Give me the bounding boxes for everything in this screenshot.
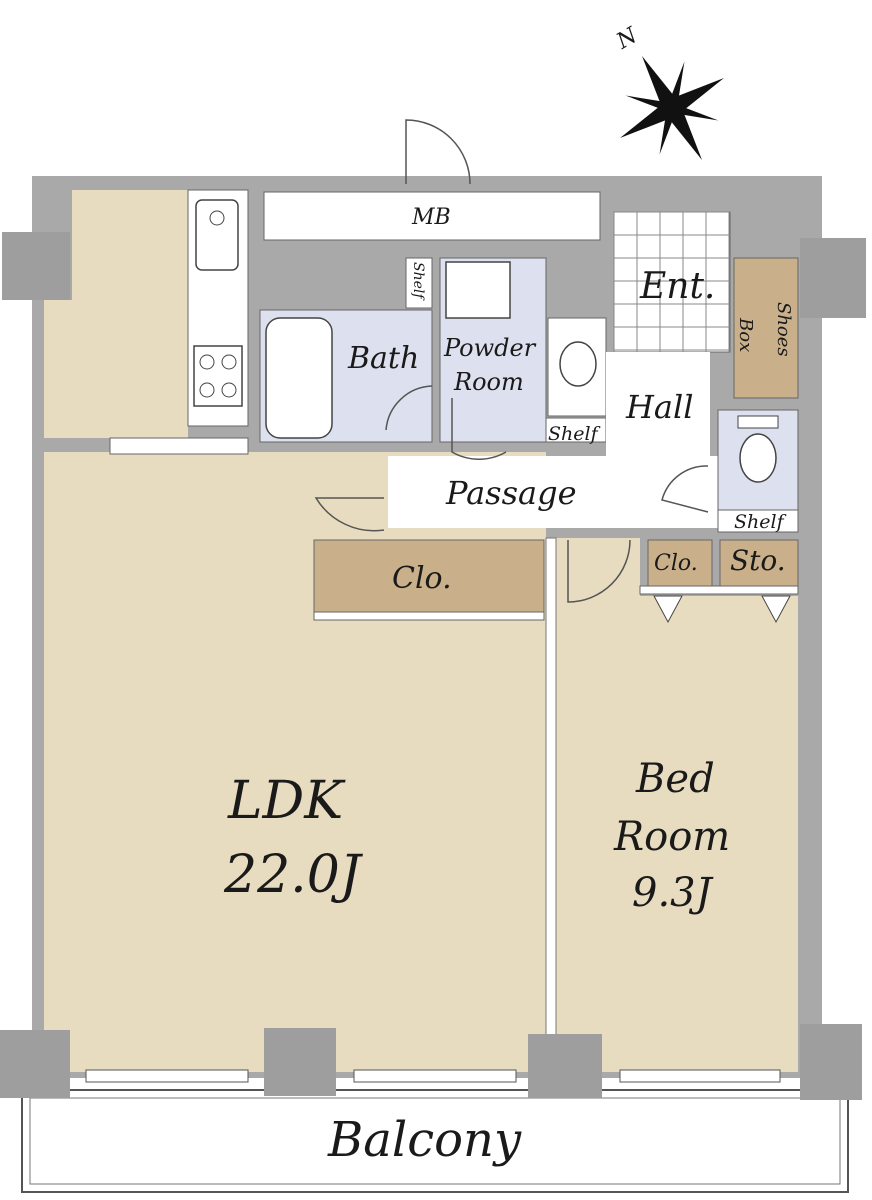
bedroom-name-line1: Bed (635, 756, 715, 802)
balcony-inner-line (29, 1097, 841, 1185)
powder-label-line2: Room (453, 368, 524, 396)
door-swing-icon (661, 465, 709, 513)
closet-ldk-door (313, 611, 545, 621)
pillar (800, 1024, 862, 1100)
shelf-powder-label: Shelf (548, 423, 601, 445)
kitchen-sink (195, 199, 239, 271)
bath-label: Bath (347, 341, 419, 376)
balcony-area (21, 1089, 849, 1193)
door-triangle-icon (761, 595, 791, 624)
kitchen-divider (109, 437, 249, 455)
shelf-toilet-label: Shelf (734, 511, 787, 533)
ldk-size: 22.0J (223, 845, 364, 905)
washer-pan (445, 261, 511, 319)
entrance-label: Ent. (639, 266, 715, 307)
closet-ldk (313, 539, 545, 615)
burner-icon (199, 354, 215, 370)
pillar (264, 1028, 336, 1096)
door-triangle-icon (653, 595, 683, 624)
bedroom-name-line2: Room (613, 814, 730, 860)
door-swing-icon (385, 385, 433, 431)
closet-small-label: Clo. (654, 551, 698, 576)
hall-label: Hall (625, 388, 693, 426)
passage-label: Passage (445, 474, 577, 512)
door-swing-icon (314, 497, 385, 532)
box-label: Box (735, 317, 756, 352)
shoes-box-label: Shoes (773, 302, 794, 357)
closet-small (647, 539, 713, 587)
mb-label: MB (411, 205, 451, 230)
bedroom-floor (556, 596, 798, 1072)
window (85, 1069, 249, 1083)
window (619, 1069, 781, 1083)
window (353, 1069, 517, 1083)
sink-faucet-icon (209, 210, 225, 226)
kitchen-floor-lower (44, 300, 188, 438)
shelf-toilet (717, 509, 799, 533)
bathtub (265, 317, 333, 439)
ldk-name: LDK (227, 771, 346, 831)
mb-area (263, 191, 601, 241)
burner-icon (199, 382, 215, 398)
burner-icon (221, 354, 237, 370)
compass-icon (620, 56, 724, 160)
powder-label-line1: Powder (443, 334, 537, 362)
pillar (528, 1034, 602, 1098)
pillar (0, 1030, 70, 1098)
partition-wall (545, 537, 557, 1075)
shelf-powder (545, 417, 607, 443)
stove (193, 345, 243, 407)
pillar (800, 238, 866, 318)
storage-door-strip (639, 585, 799, 595)
passage-floor (388, 456, 718, 528)
door-swing-icon (405, 119, 471, 185)
bedroom-floor-upper (556, 538, 640, 598)
toilet-seat (739, 433, 777, 483)
burner-icon (221, 382, 237, 398)
entrance-tile-grid (613, 211, 730, 352)
vanity-sink (559, 341, 597, 387)
north-label: N (612, 23, 643, 55)
storage (719, 539, 799, 587)
storage-label: Sto. (730, 544, 786, 577)
closet-ldk-label: Clo. (392, 561, 452, 596)
bedroom-size: 9.3J (632, 870, 714, 916)
shoes-label: Shoes (773, 302, 794, 357)
shelf-vertical (405, 257, 433, 309)
shoes-box (733, 257, 799, 399)
pillar (2, 232, 70, 300)
door-swing-icon (567, 539, 631, 603)
toilet-bowl (737, 415, 779, 429)
door-swing-icon (451, 398, 507, 460)
balcony-label: Balcony (327, 1112, 522, 1168)
shelf-vertical-label: Shelf (410, 262, 426, 301)
